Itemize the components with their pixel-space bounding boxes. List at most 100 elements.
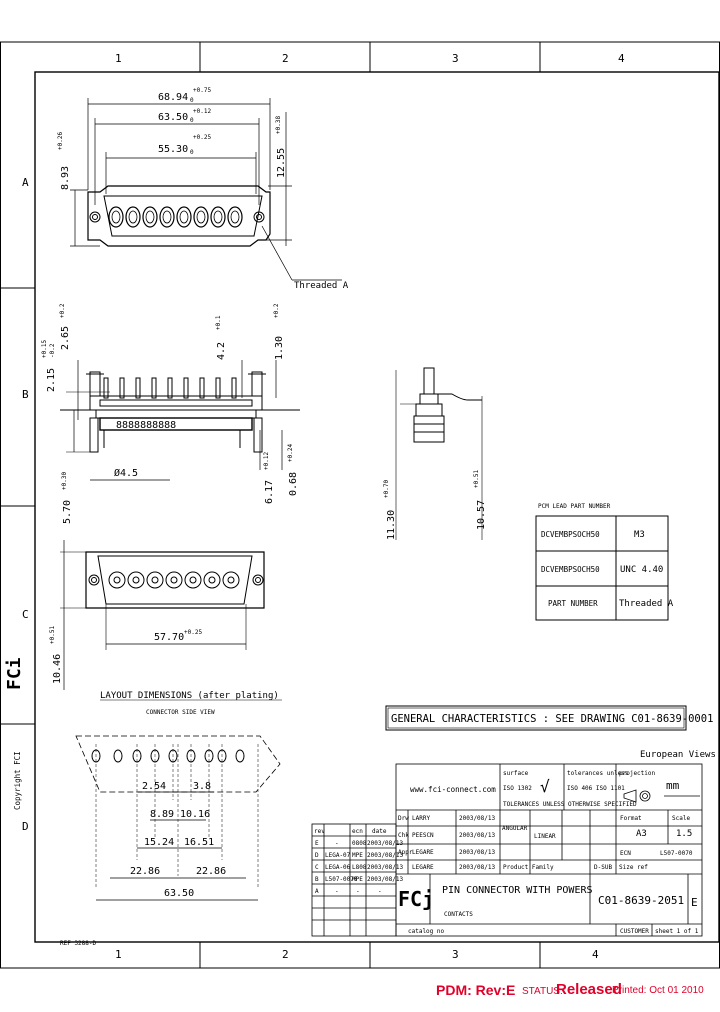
- dim-42: 4.2: [216, 342, 227, 360]
- rev-2-ecn: L808: [352, 864, 367, 871]
- status-label: STATUS:: [522, 986, 563, 997]
- tb-title-sub: CONTACTS: [444, 911, 473, 918]
- fci-logo-side: FCi: [4, 657, 25, 690]
- dim-inner: 55.30: [158, 144, 188, 155]
- layout-d3: 8.89: [150, 809, 174, 820]
- corner-note: REF 3288-D: [60, 940, 97, 947]
- sign-name-0: LARRY: [412, 815, 430, 822]
- tb-projection-lbl: projection: [619, 770, 656, 777]
- tb-units: mm: [666, 779, 680, 792]
- rev-3-date: 2003/08/13: [367, 876, 404, 883]
- zone-row-b: B: [22, 388, 29, 401]
- sign-role-0: Drw: [398, 815, 409, 822]
- layout-d6: 16.51: [184, 837, 214, 848]
- tb-customer: CUSTOMER: [620, 928, 649, 935]
- zone-row-c: C: [22, 608, 29, 621]
- tb-surface-val: ISO 1302: [503, 785, 532, 792]
- rev-4-by: -: [335, 888, 339, 895]
- part-row-1-part: DCVEMBPSOCH50: [541, 530, 600, 539]
- dim-inner-tol2: 0: [190, 149, 194, 156]
- dim-215: 2.15: [46, 368, 57, 392]
- zone-row-a: A: [22, 176, 29, 189]
- rev-0-date: 2003/08/13: [367, 840, 404, 847]
- rev-1-date: 2003/08/13: [367, 852, 404, 859]
- general-characteristics: GENERAL CHARACTERISTICS : SEE DRAWING C0…: [391, 713, 713, 725]
- rev-1-by: LEGA-07: [325, 852, 351, 859]
- rev-1-ecn: MPE: [352, 852, 363, 859]
- sign-role-2: Appr: [398, 849, 413, 856]
- tb-product-family: Product Family: [503, 864, 554, 871]
- tb-tol-lbl: tolerances unless: [567, 770, 629, 777]
- layout-d7: 22.86: [130, 866, 160, 877]
- copyright-text: Copyright FCI: [13, 751, 22, 810]
- layout-d5: 15.24: [144, 837, 174, 848]
- status-footer: PDM: Rev:E STATUS: Released Printed: Oct…: [0, 978, 720, 1012]
- dim-5770: 57.70: [154, 632, 184, 643]
- zone-col-4-bottom: 4: [592, 948, 599, 961]
- tb-checkmark: √: [540, 777, 550, 796]
- layout-title: LAYOUT DIMENSIONS (after plating): [100, 691, 279, 701]
- zone-col-4: 4: [618, 52, 625, 65]
- rev-3-ecn: MPE: [352, 876, 363, 883]
- dim-mid: 63.50: [158, 112, 188, 123]
- rev-h-rev: rev: [314, 828, 325, 835]
- layout-d4: 10.16: [180, 809, 210, 820]
- rev-1-rev: D: [315, 852, 319, 859]
- part-table-header: PCM LEAD PART NUMBER: [538, 503, 611, 510]
- dim-1046: 10.46: [52, 654, 63, 684]
- sign-date-1: 2003/08/13: [459, 832, 496, 839]
- tb-family: D-SUB: [594, 864, 612, 871]
- rev-0-by: -: [335, 840, 339, 847]
- dim-inner-tol: +0.25: [193, 134, 211, 141]
- dim-mid-tol: +0.12: [193, 108, 211, 115]
- zone-col-2-bottom: 2: [282, 948, 289, 961]
- end-view: [395, 367, 483, 540]
- tb-scale: 1.5: [676, 829, 692, 839]
- dim-265-tol: +0.2: [59, 303, 66, 318]
- part-row-3-part: PART NUMBER: [548, 599, 598, 608]
- tb-ecn: L507-0070: [660, 850, 693, 857]
- tb-surface-lbl: surface: [503, 770, 529, 777]
- side-view: 8888888888 2.15 +0.15 -0.2 2.65 +0.2 4.2…: [41, 303, 300, 524]
- sign-name-1: PEESCN: [412, 832, 434, 839]
- rev-h-ecn: ecn: [352, 828, 363, 835]
- dim-overall-tol2: 0: [190, 97, 194, 104]
- callout-threaded: Threaded A: [294, 281, 349, 291]
- tb-size-lbl: Size ref: [619, 864, 648, 871]
- rev-h-date: date: [372, 828, 387, 835]
- rev-4-date: -: [378, 888, 382, 895]
- dim-1130: 11.30: [386, 510, 397, 540]
- zone-col-1-bottom: 1: [115, 948, 122, 961]
- svg-text:FCi: FCi: [4, 657, 25, 690]
- zone-col-3: 3: [452, 52, 459, 65]
- tb-tol-val: ISO 406 ISO 1101: [567, 785, 625, 792]
- dim-1057: 10.57: [476, 500, 487, 530]
- part-row-2-value: UNC 4.40: [620, 565, 663, 575]
- side-contacts: 8888888888: [116, 420, 176, 431]
- dim-42-tol: +0.1: [215, 315, 222, 330]
- zone-col-2: 2: [282, 52, 289, 65]
- zone-col-3-bottom: 3: [452, 948, 459, 961]
- dim-height-right: 12.55: [276, 148, 287, 178]
- tb-ecn-lbl: ECN: [620, 850, 631, 857]
- sign-role-1: Chk: [398, 832, 409, 839]
- tb-tol-note: TOLERANCES UNLESS OTHERWISE SPECIFIED: [503, 801, 637, 808]
- dim-mid-tol2: 0: [190, 117, 194, 124]
- dim-215-tol: +0.15: [41, 340, 48, 358]
- part-row-1-value: M3: [634, 530, 645, 540]
- part-row-3-value: Threaded A: [619, 599, 674, 609]
- printed-date: Printed: Oct 01 2010: [612, 985, 704, 996]
- dim-130-tol: +0.2: [273, 303, 280, 318]
- bottom-view: 57.70 +0.25 10.46 +0.51: [49, 540, 265, 690]
- sign-date-0: 2003/08/13: [459, 815, 496, 822]
- dim-215-tol2: -0.2: [49, 343, 56, 358]
- layout-d9: 63.50: [164, 888, 194, 899]
- dim-1130-tol: +0.70: [383, 480, 390, 498]
- dim-617: 6.17: [264, 480, 275, 504]
- fci-logo: FCj: [398, 887, 434, 911]
- dim-height-left: 8.93: [60, 166, 71, 190]
- tb-linear: LINEAR: [534, 833, 556, 840]
- tb-angular: ANGULAR: [502, 825, 528, 832]
- status-value: Released: [556, 981, 622, 998]
- tb-scale-lbl: Scale: [672, 815, 690, 822]
